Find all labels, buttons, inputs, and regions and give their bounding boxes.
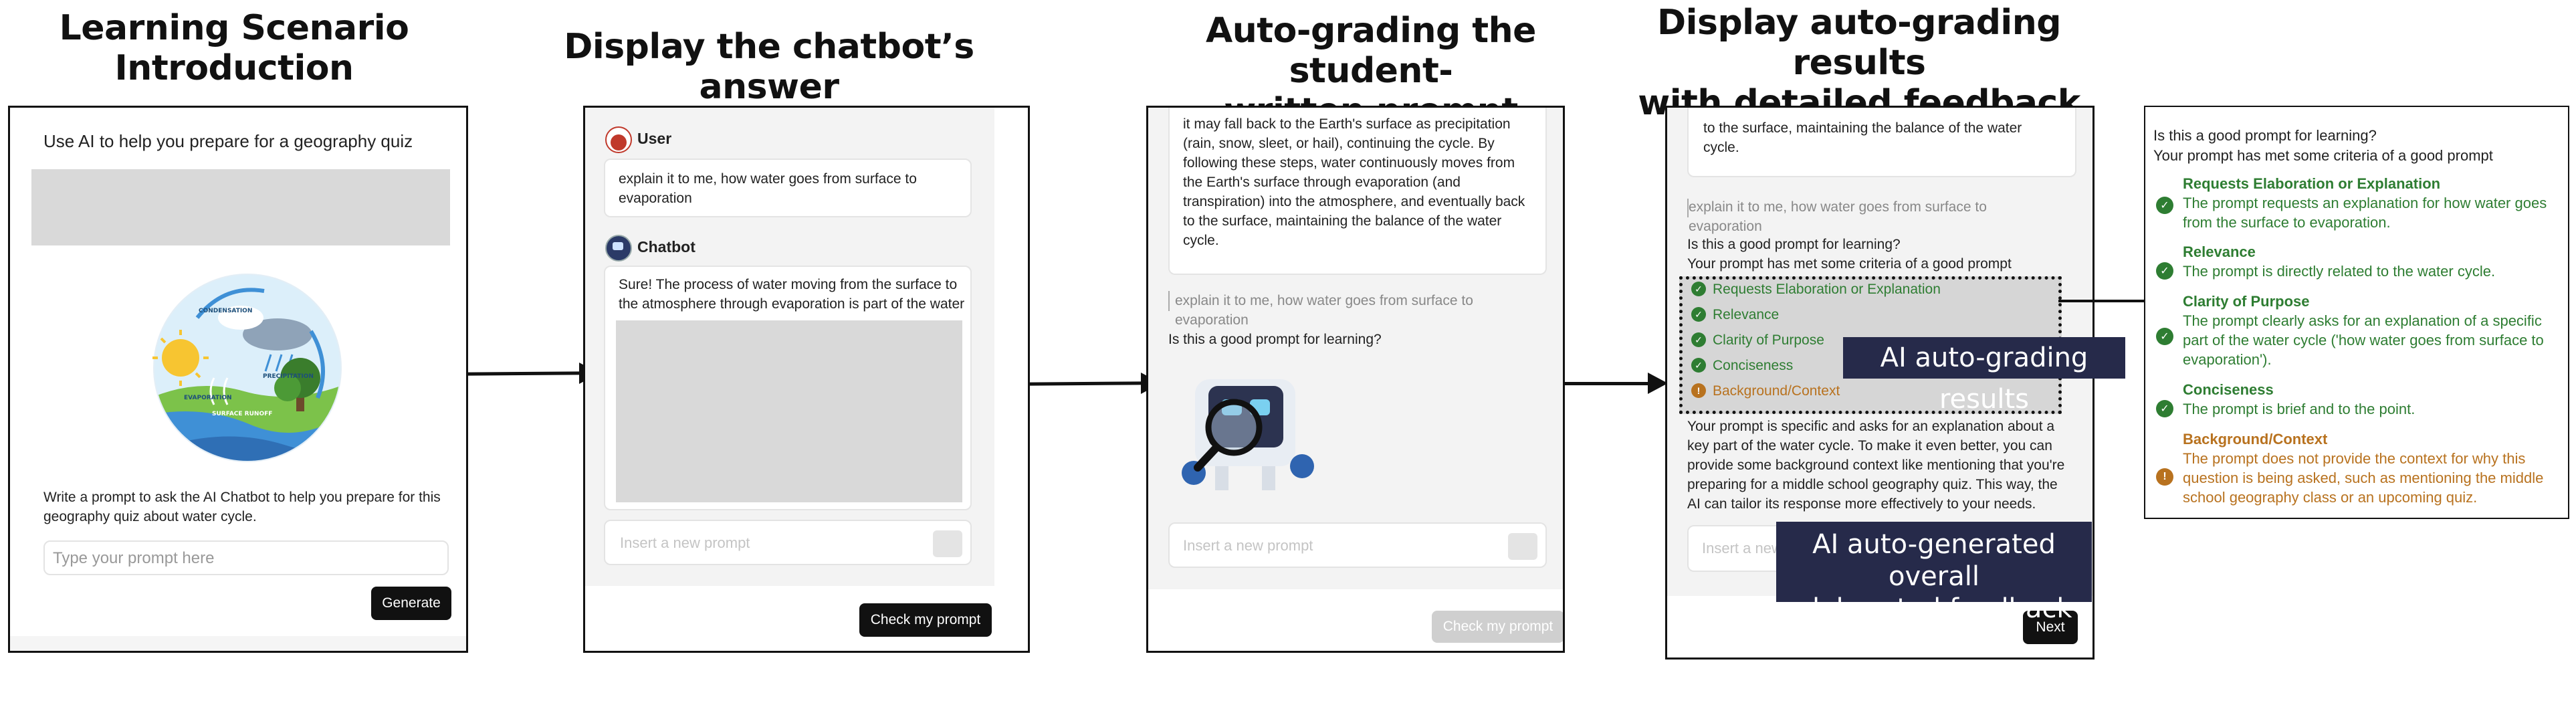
detail-title-conciseness: Conciseness <box>2183 381 2274 398</box>
panel-chatbot-answer: User explain it to me, how water goes fr… <box>583 106 1030 653</box>
flow-arrow-3 <box>1565 382 1649 385</box>
check-circle-icon: ✓ <box>2156 262 2173 280</box>
check-my-prompt-button-disabled[interactable]: Check my prompt <box>1432 611 1563 643</box>
user-message: explain it to me, how water goes from su… <box>604 159 972 217</box>
label-evaporation: EVAPORATION <box>184 395 232 401</box>
water-cycle-illustration: CONDENSATION PRECIPITATION EVAPORATION S… <box>152 274 342 462</box>
panel-auto-grading: it may fall back to the Earth's surface … <box>1146 106 1565 653</box>
label-precipitation: PRECIPITATION <box>263 373 314 380</box>
panel-criteria-detail: Is this a good prompt for learning? Your… <box>2144 106 2569 519</box>
check-circle-icon: ✓ <box>1691 307 1706 322</box>
grading-question: Is this a good prompt for learning? <box>1168 332 1382 347</box>
chatbot-avatar <box>605 235 632 262</box>
criterion-background: Background/Context <box>1713 383 1840 399</box>
flow-arrow-1 <box>467 371 581 376</box>
generate-button[interactable]: Generate <box>371 587 451 620</box>
heading-display-answer: Display the chatbot’s answer <box>564 27 974 107</box>
criterion-conciseness: Conciseness <box>1713 358 1794 373</box>
next-button[interactable]: Next <box>2023 611 2078 644</box>
check-circle-icon: ✓ <box>2156 328 2173 345</box>
check-circle-icon: ✓ <box>1691 358 1706 373</box>
label-surface-runoff: SURFACE RUNOFF <box>212 411 272 417</box>
scenario-instructions: Write a prompt to ask the AI Chatbot to … <box>43 490 441 524</box>
image-placeholder <box>31 169 450 245</box>
detail-title-elaboration: Requests Elaboration or Explanation <box>2183 175 2441 192</box>
send-button-3[interactable] <box>1508 533 1537 560</box>
user-label: User <box>637 130 672 147</box>
check-circle-icon: ✓ <box>1691 332 1706 347</box>
check-circle-icon: ✓ <box>1691 282 1706 296</box>
quoted-prompt: explain it to me, how water goes from su… <box>1175 293 1473 328</box>
check-circle-icon: ✓ <box>2156 400 2173 417</box>
overall-feedback: Your prompt is specific and asks for an … <box>1687 419 2065 512</box>
send-button[interactable] <box>933 530 962 557</box>
answer-placeholder <box>616 320 962 502</box>
flow-arrow-2 <box>1029 381 1143 386</box>
prompt-input[interactable]: Type your prompt here <box>43 540 449 575</box>
flow-arrow-3-head <box>1648 373 1668 394</box>
new-prompt-input[interactable]: Insert a new prompt <box>604 520 972 565</box>
check-circle-icon: ✓ <box>2156 197 2173 214</box>
chatbot-label: Chatbot <box>637 238 695 256</box>
exclamation-circle-icon: ! <box>2156 468 2173 486</box>
detail-title-clarity: Clarity of Purpose <box>2183 293 2310 310</box>
prompt-input-placeholder: Type your prompt here <box>53 549 215 567</box>
criterion-clarity: Clarity of Purpose <box>1713 332 1824 348</box>
criterion-elaboration: Requests Elaboration or Explanation <box>1713 282 1941 297</box>
overlay-overall-feedback: AI auto-generated overall elaborated fee… <box>1776 522 2092 624</box>
panel-learning-scenario: Use AI to help you prepare for a geograp… <box>8 106 468 653</box>
heading-display-results: Display auto-grading results with detail… <box>1638 3 2080 123</box>
detail-summary: Your prompt has met some criteria of a g… <box>2153 147 2493 164</box>
exclamation-circle-icon: ! <box>1691 383 1706 398</box>
label-condensation: CONDENSATION <box>199 308 252 314</box>
grading-robot-illustration <box>1182 379 1314 490</box>
detail-title-background: Background/Context <box>2183 431 2328 447</box>
scenario-title: Use AI to help you prepare for a geograp… <box>43 131 413 151</box>
grading-question-4: Is this a good prompt for learning? <box>1687 237 1901 252</box>
chatbot-message-end-4: to the surface, maintaining the balance … <box>1687 108 2076 177</box>
new-prompt-input-3[interactable]: Insert a new prompt <box>1168 522 1547 568</box>
quoted-prompt-4: explain it to me, how water goes from su… <box>1689 199 1987 234</box>
criterion-relevance: Relevance <box>1713 307 1780 322</box>
user-avatar <box>605 126 632 153</box>
overlay-grading-results: AI auto-grading results <box>1843 337 2125 415</box>
grading-summary-4: Your prompt has met some criteria of a g… <box>1687 256 2012 272</box>
detail-question: Is this a good prompt for learning? <box>2153 127 2377 144</box>
heading-learning-scenario: Learning Scenario Introduction <box>59 8 409 88</box>
chatbot-message-end: it may fall back to the Earth's surface … <box>1168 108 1547 275</box>
detail-title-relevance: Relevance <box>2183 243 2256 260</box>
chatbot-message: Sure! The process of water moving from t… <box>604 266 972 510</box>
connector-line <box>2058 300 2144 302</box>
check-my-prompt-button[interactable]: Check my prompt <box>859 603 992 637</box>
